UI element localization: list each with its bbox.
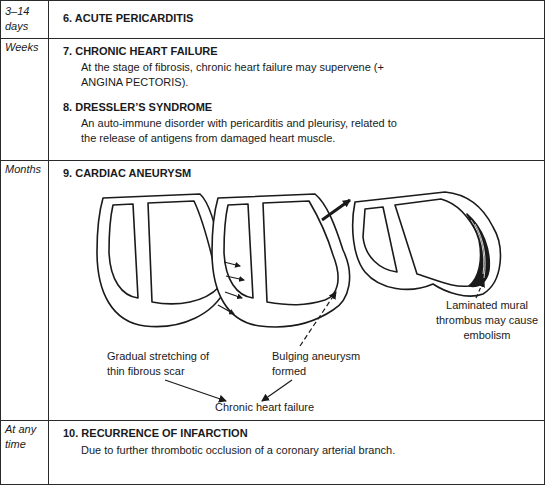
thrombus-lamination — [471, 220, 485, 278]
left-ventricle — [148, 201, 219, 304]
entry-description: At the stage of fibrosis, chronic heart … — [81, 60, 421, 90]
time-period: At any time — [5, 422, 45, 452]
period-cell: At any time — [0, 420, 48, 485]
time-period: Weeks — [5, 40, 45, 55]
left-ventricle — [395, 199, 483, 286]
entry-title: 9. CARDIAC ANEURYSM — [63, 166, 533, 181]
stretch-arrows — [218, 262, 244, 314]
leader-arrow — [262, 380, 292, 401]
entry-title: 8. DRESSLER’S SYNDROME — [63, 100, 533, 115]
entry-cell: 6. ACUTE PERICARDITIS — [48, 0, 545, 38]
heart-wall — [212, 194, 350, 327]
heart-section — [212, 194, 350, 327]
entry-description: Due to further thrombotic occlusion of a… — [81, 443, 521, 458]
annotation-label: Laminated mural thrombus may cause embol… — [433, 298, 541, 343]
entry-title: 10. RECURRENCE OF INFARCTION — [63, 426, 533, 441]
annotation-label: Chronic heart failure — [215, 400, 355, 415]
heart-wall — [353, 192, 501, 296]
stretch-arrow — [226, 276, 244, 280]
leader-arrow — [165, 380, 226, 401]
right-ventricle — [363, 207, 397, 272]
stretch-arrow — [225, 292, 242, 298]
period-cell: Weeks — [0, 38, 48, 160]
right-ventricle — [224, 204, 253, 298]
leader-line — [476, 280, 484, 298]
period-cell: 3–14 days — [0, 0, 48, 38]
entry-description: An auto-immune disorder with pericarditi… — [81, 116, 409, 146]
entry-cell: 7. CHRONIC HEART FAILUREAt the stage of … — [48, 38, 545, 160]
heart-wall — [97, 194, 226, 327]
progression-arrow — [322, 200, 350, 220]
stretch-arrow — [224, 262, 240, 266]
heart-section — [353, 192, 501, 296]
entry-title: 6. ACUTE PERICARDITIS — [63, 11, 533, 26]
entry-title: 7. CHRONIC HEART FAILURE — [63, 44, 533, 59]
time-period: 3–14 days — [5, 4, 45, 34]
annotation-label: Bulging aneurysm formed — [272, 349, 370, 379]
mural-thrombus — [467, 214, 489, 286]
leader-line — [300, 292, 336, 346]
right-ventricle — [109, 204, 138, 298]
stretch-arrow — [218, 305, 234, 314]
time-period: Months — [5, 162, 45, 177]
annotation-label: Gradual stretching of thin fibrous scar — [107, 349, 219, 379]
period-cell: Months — [0, 160, 48, 420]
heart-section — [97, 194, 226, 327]
entry-cell: 10. RECURRENCE OF INFARCTION Due to furth… — [48, 420, 545, 485]
